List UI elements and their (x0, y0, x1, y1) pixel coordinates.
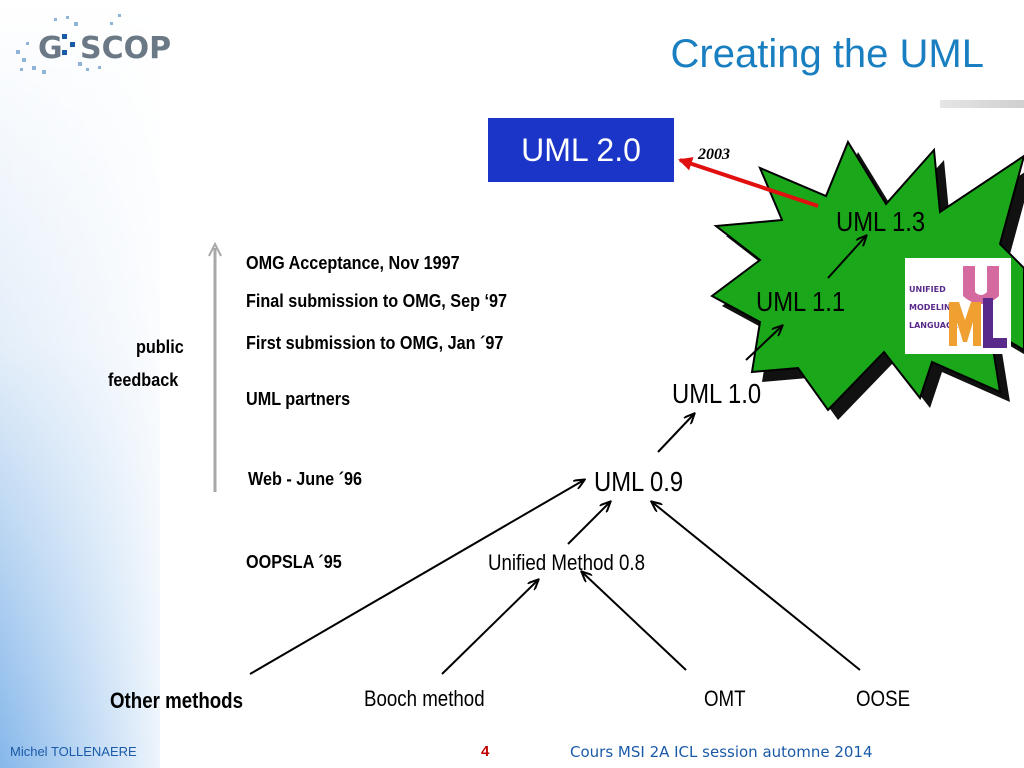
milestone-web: Web - June ´96 (248, 469, 363, 489)
source-other-methods: Other methods (110, 688, 243, 713)
logo-text: SCOP (80, 31, 171, 66)
uml-logo-line3: LANGUAGE (909, 321, 958, 330)
arrow-booch-to-08 (441, 580, 538, 675)
version-unified-0-8: Unified Method 0.8 (488, 550, 645, 575)
year-label: 2003 (698, 146, 730, 163)
version-uml-0-9: UML 0.9 (594, 466, 684, 497)
svg-text:G: G (38, 31, 63, 66)
source-omt: OMT (704, 686, 746, 711)
footer-page-number: 4 (481, 743, 490, 760)
milestone-uml-partners: UML partners (246, 389, 351, 409)
arrow-oose-to-09 (652, 502, 861, 671)
title-divider (940, 100, 1024, 108)
version-uml-1-0: UML 1.0 (672, 378, 762, 409)
timeline-arrowhead (208, 241, 222, 257)
source-booch-method: Booch method (364, 686, 485, 711)
uml-logo-line1: UNIFIED (909, 285, 946, 294)
uml-logo-line2: MODELING (909, 303, 957, 312)
left-gradient-fade (0, 0, 160, 768)
version-uml-1-1: UML 1.1 (756, 286, 846, 317)
arrow-10-to-11 (745, 326, 782, 361)
arrow-omt-to-08 (582, 572, 687, 671)
page-title: Creating the UML (670, 32, 984, 76)
uml-logo: UNIFIED MODELING LANGUAGE (905, 258, 1011, 354)
source-oose: OOSE (856, 686, 911, 711)
arrow-11-to-13 (827, 236, 866, 279)
gscop-logo: G SCOP (16, 14, 171, 74)
milestone-first-submission: First submission to OMG, Jan ´97 (246, 333, 504, 353)
side-label-public: public (136, 337, 184, 357)
milestone-omg-acceptance: OMG Acceptance, Nov 1997 (246, 253, 460, 273)
milestone-oopsla: OOPSLA ´95 (246, 552, 342, 572)
uml-2-0-box: UML 2.0 (488, 118, 674, 182)
version-uml-1-3: UML 1.3 (836, 206, 926, 237)
arrow-other-to-09 (249, 480, 584, 675)
footer-author: Michel TOLLENAERE (10, 744, 137, 759)
arrow-09-to-10 (657, 414, 694, 453)
side-label-feedback: feedback (108, 370, 179, 390)
footer-course: Cours MSI 2A ICL session automne 2014 (570, 743, 873, 761)
red-arrow-2003 (678, 157, 819, 208)
milestone-final-submission: Final submission to OMG, Sep ‘97 (246, 291, 508, 311)
arrow-08-to-09 (567, 502, 610, 545)
